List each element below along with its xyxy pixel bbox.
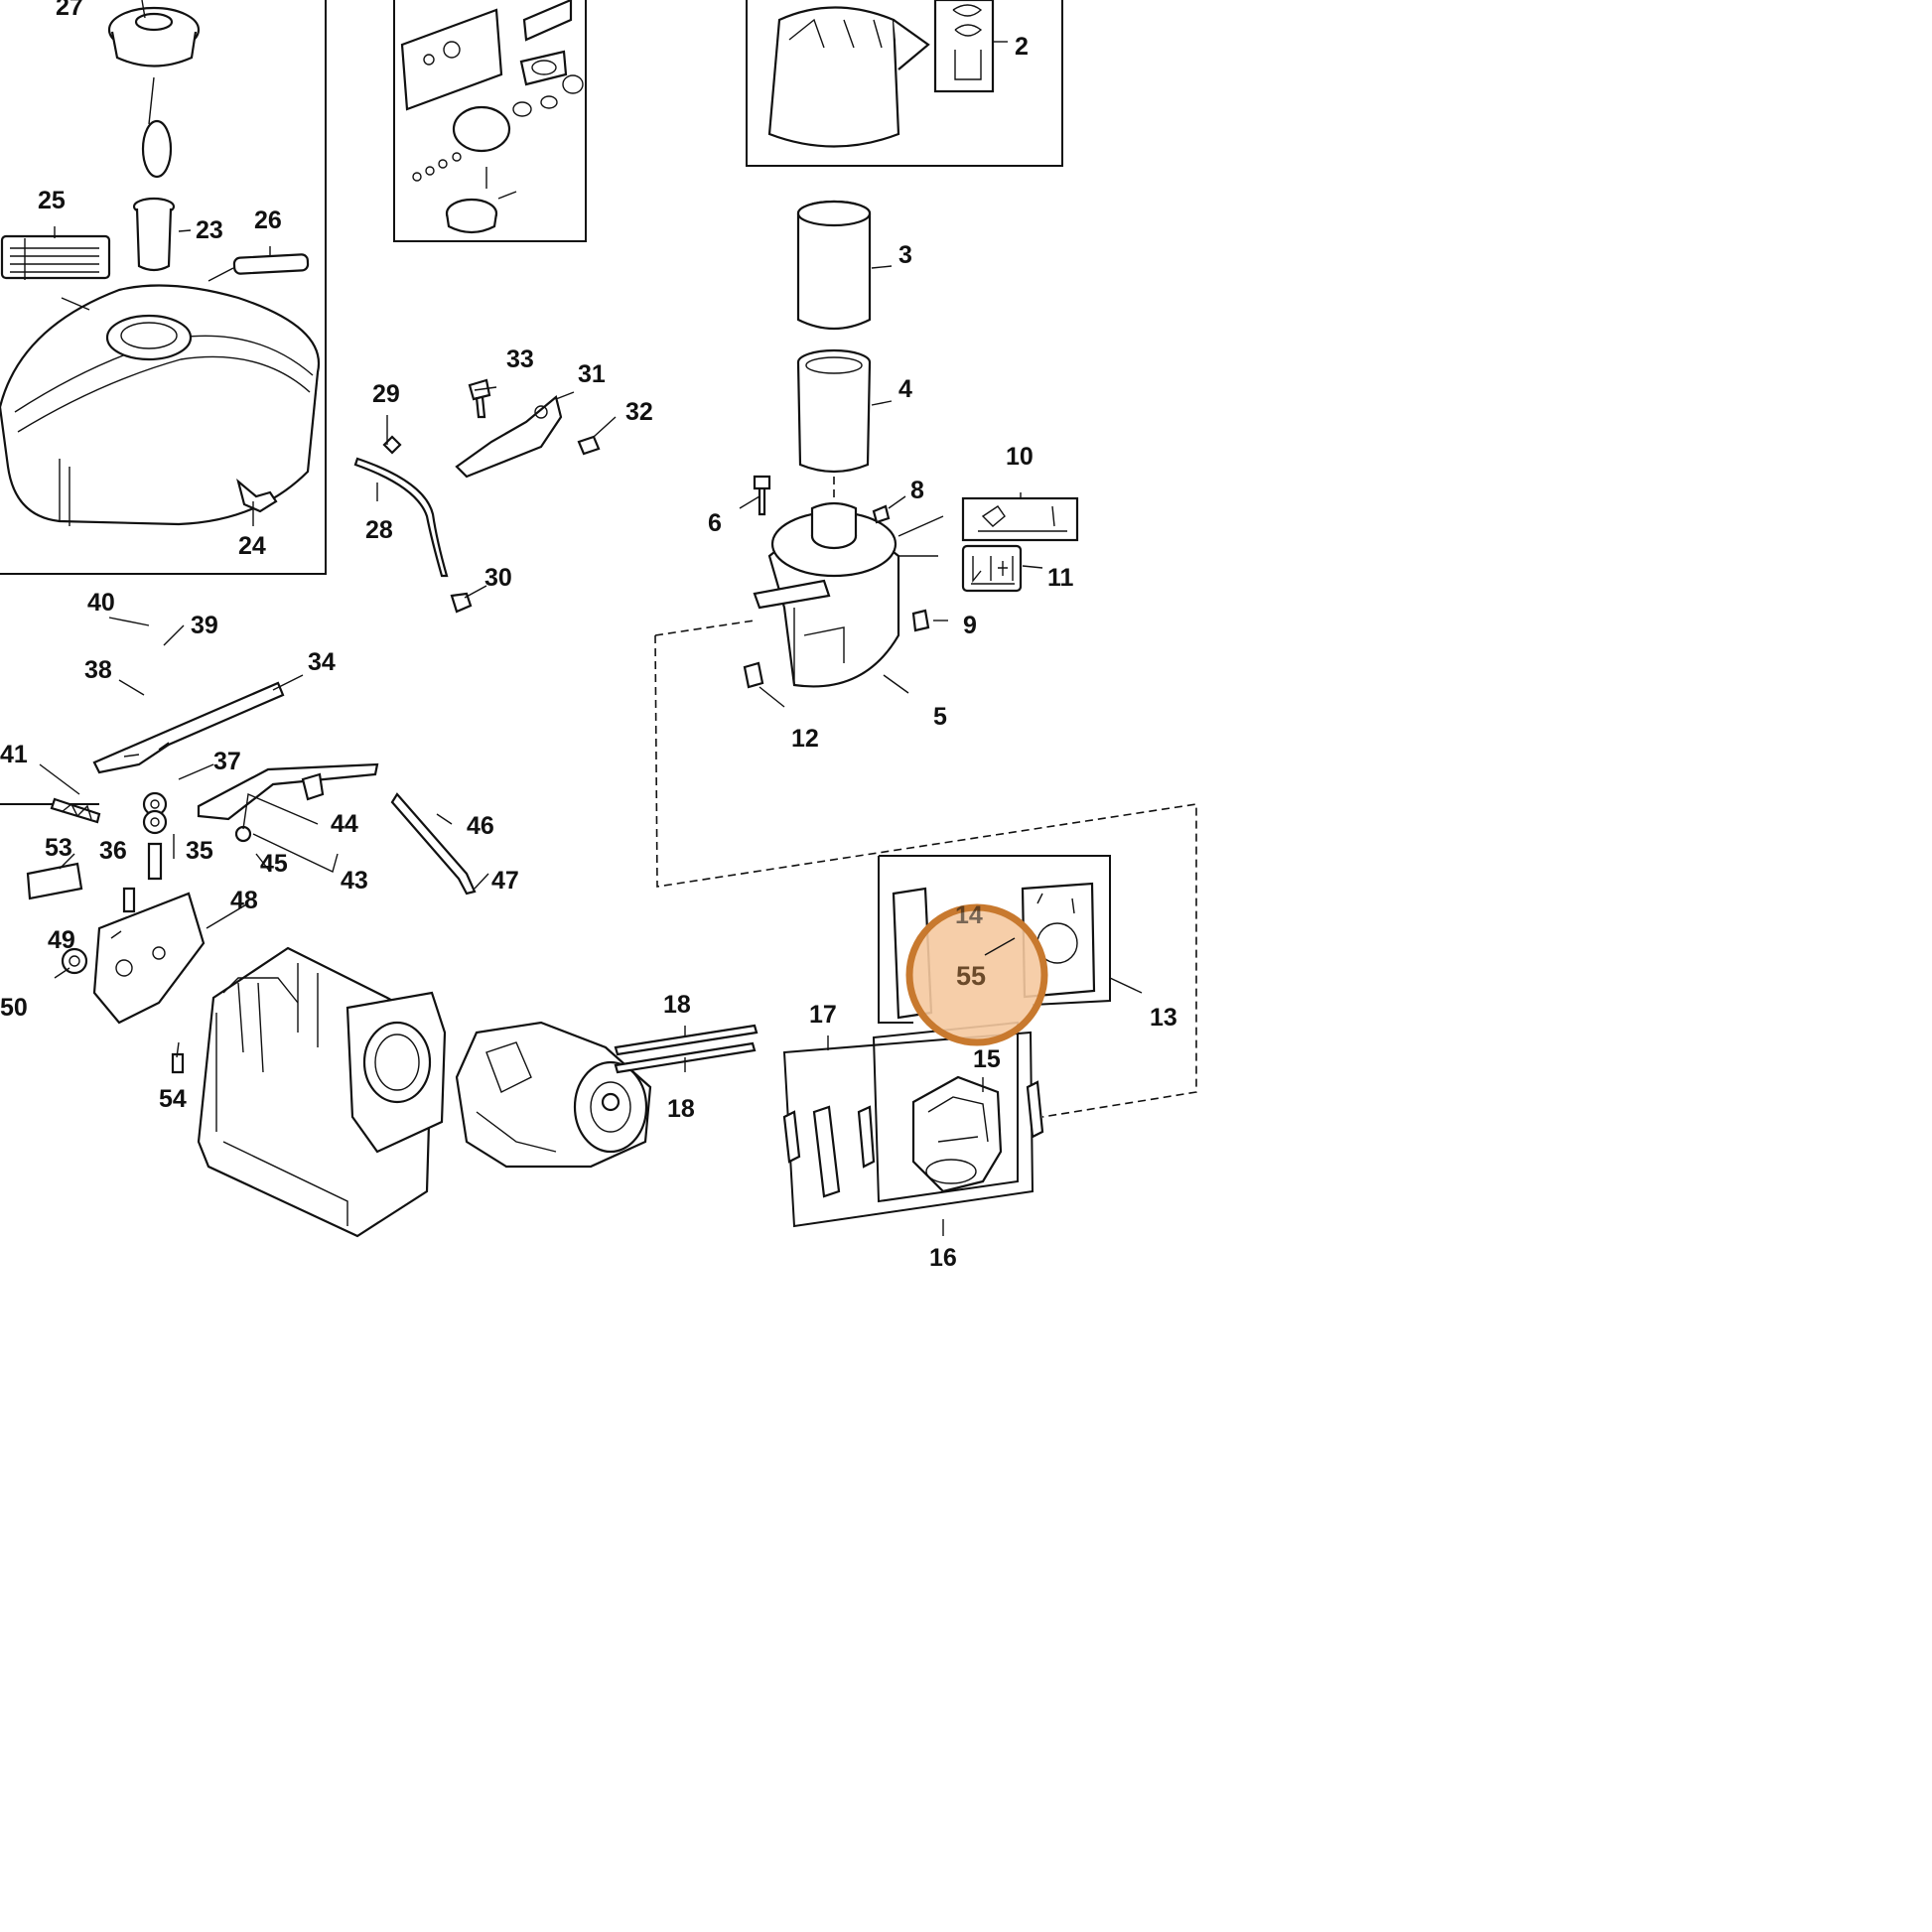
callout-6[interactable]: 6 [708, 509, 722, 537]
gasket-kit-box [393, 0, 587, 242]
callout-34[interactable]: 34 [308, 648, 336, 676]
callout-18b[interactable]: 18 [667, 1095, 695, 1123]
callout-30[interactable]: 30 [484, 564, 512, 592]
callout-12[interactable]: 12 [791, 725, 819, 753]
callout-35[interactable]: 35 [186, 837, 213, 865]
callout-40[interactable]: 40 [87, 589, 115, 617]
warning-label [0, 234, 111, 280]
callout-44[interactable]: 44 [331, 810, 358, 838]
cylinder-head [455, 1021, 652, 1169]
highlight-marker[interactable]: 14 55 [905, 901, 1048, 1046]
callout-9[interactable]: 9 [963, 612, 977, 639]
fuel-tank-group [0, 0, 327, 575]
bracket-assembly [455, 378, 601, 479]
callout-47[interactable]: 47 [491, 867, 519, 895]
callout-43[interactable]: 43 [341, 867, 368, 895]
callout-15[interactable]: 15 [973, 1045, 1001, 1073]
callout-48[interactable]: 48 [230, 887, 258, 914]
highlight-leader [984, 937, 1016, 956]
callout-31[interactable]: 31 [578, 360, 606, 388]
callout-numbers: 27 2 25 26 23 3 33 31 29 32 4 10 8 6 28 … [0, 0, 1177, 1272]
callout-49[interactable]: 49 [48, 926, 75, 954]
callout-8[interactable]: 8 [910, 477, 924, 504]
callout-54[interactable]: 54 [159, 1085, 187, 1113]
leader-lines [39, 0, 1143, 1236]
callout-36[interactable]: 36 [99, 837, 127, 865]
governor-group [0, 681, 477, 1074]
air-cleaner-base [743, 475, 930, 689]
air-filter-elements [796, 200, 893, 526]
fuel-cap [107, 6, 201, 179]
push-rods [614, 1024, 759, 1074]
air-cleaner-cover-box [746, 0, 1063, 167]
callout-38[interactable]: 38 [84, 656, 112, 684]
callout-50[interactable]: 50 [0, 994, 28, 1022]
callout-14[interactable]: 14 [955, 901, 983, 929]
callout-26[interactable]: 26 [254, 207, 282, 234]
callout-2[interactable]: 2 [1015, 33, 1029, 61]
callout-29[interactable]: 29 [372, 380, 400, 408]
callout-13[interactable]: 13 [1150, 1004, 1177, 1032]
fuel-strainer [132, 197, 176, 272]
callout-41[interactable]: 41 [0, 741, 28, 768]
callout-53[interactable]: 53 [45, 834, 72, 862]
callout-45[interactable]: 45 [260, 850, 288, 878]
callout-16[interactable]: 16 [929, 1244, 957, 1272]
callout-3[interactable]: 3 [898, 241, 912, 269]
carburetor-enclosure [654, 620, 1197, 1228]
callout-24[interactable]: 24 [238, 532, 266, 560]
fuel-tank [0, 284, 321, 526]
tank-band [232, 253, 310, 275]
decal-10 [961, 496, 1079, 542]
callout-46[interactable]: 46 [467, 812, 494, 840]
callout-18a[interactable]: 18 [663, 991, 691, 1019]
callout-10[interactable]: 10 [1006, 443, 1034, 471]
decal-11 [961, 544, 1023, 593]
callout-33[interactable]: 33 [506, 345, 534, 373]
callout-28[interactable]: 28 [365, 516, 393, 544]
callout-4[interactable]: 4 [898, 375, 912, 403]
callout-23[interactable]: 23 [196, 216, 223, 244]
callout-17[interactable]: 17 [809, 1001, 837, 1029]
callout-39[interactable]: 39 [191, 612, 218, 639]
crankcase [197, 946, 447, 1238]
callout-5[interactable]: 5 [933, 703, 947, 731]
callout-11[interactable]: 11 [1047, 564, 1074, 592]
callout-25[interactable]: 25 [38, 187, 66, 214]
highlight-label[interactable]: 55 [956, 961, 986, 991]
callout-37[interactable]: 37 [213, 748, 241, 775]
callout-32[interactable]: 32 [625, 398, 653, 426]
callout-27[interactable]: 27 [56, 0, 83, 21]
fuel-line [353, 435, 473, 614]
